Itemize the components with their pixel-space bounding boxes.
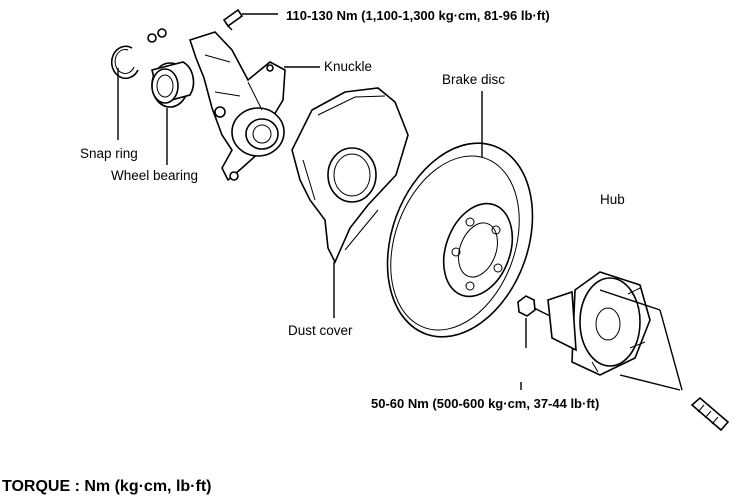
hub-nut-part <box>517 295 551 348</box>
snap-ring-label: Snap ring <box>80 146 138 161</box>
dust-cover-part <box>291 87 409 318</box>
hub-label: Hub <box>600 192 625 207</box>
snap-ring-part <box>110 45 139 80</box>
small-bolts-part <box>147 28 167 43</box>
wheel-bearing-part <box>151 61 195 108</box>
knuckle-bolt-torque-label: 110-130 Nm (1,100-1,300 kg·cm, 81-96 lb·… <box>286 8 550 23</box>
brake-disc-label: Brake disc <box>442 72 506 87</box>
knuckle-bolt-part <box>222 8 278 31</box>
hub-nut-torque-label: 50-60 Nm (500-600 kg·cm, 37-44 lb·ft) <box>371 396 600 411</box>
brake-disc-part <box>386 91 534 338</box>
wheel-stud-part <box>690 396 730 432</box>
knuckle-part <box>188 31 286 182</box>
torque-units-footer: TORQUE : Nm (kg·cm, lb·ft) <box>2 478 212 495</box>
knuckle-label: Knuckle <box>324 59 373 74</box>
wheel-bearing-label: Wheel bearing <box>111 168 199 183</box>
dust-cover-label: Dust cover <box>288 323 353 338</box>
hub-part <box>547 271 683 391</box>
